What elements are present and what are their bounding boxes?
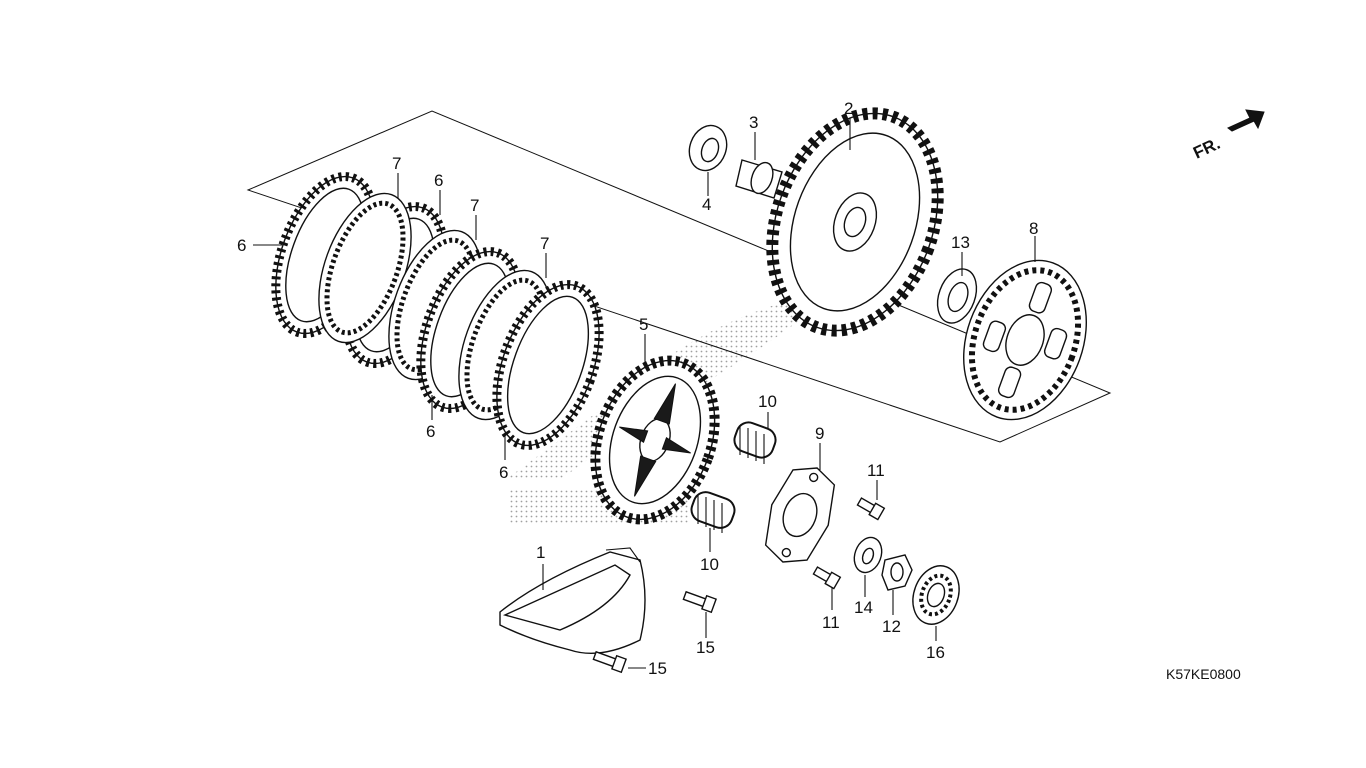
lock-washer (853, 536, 883, 574)
callout-9: 9 (815, 424, 824, 443)
flange-bolt (856, 497, 886, 521)
pressure-plate (963, 259, 1087, 421)
collar (735, 159, 783, 199)
front-direction-indicator: FR. (1190, 109, 1265, 163)
clutch-outer (766, 107, 944, 337)
callout-5: 5 (639, 315, 648, 334)
callout-6: 6 (426, 422, 435, 441)
lock-nut (881, 554, 913, 591)
callout-2: 2 (844, 99, 853, 118)
callout-11: 11 (867, 461, 885, 480)
oil-seal (688, 124, 728, 172)
flange-bolt (812, 566, 842, 590)
callout-10: 10 (758, 392, 777, 411)
front-arrow-icon (1227, 109, 1265, 132)
callout-labels: 1 2 3 4 5 6 6 6 6 7 7 7 8 9 10 10 11 11 … (237, 99, 1038, 678)
callout-11: 11 (822, 613, 840, 632)
callout-8: 8 (1029, 219, 1038, 238)
callout-6: 6 (499, 463, 508, 482)
callout-7: 7 (470, 196, 479, 215)
front-label: FR. (1190, 134, 1223, 163)
clutch-spring (690, 491, 736, 533)
callout-13: 13 (951, 233, 970, 252)
callout-7: 7 (540, 234, 549, 253)
callout-6: 6 (434, 171, 443, 190)
callout-12: 12 (882, 617, 901, 636)
callout-6: 6 (237, 236, 246, 255)
callout-1: 1 (536, 543, 545, 562)
assembly-plane-outline (246, 110, 1112, 443)
diagram-code: K57KE0800 (1166, 666, 1241, 682)
callout-14: 14 (854, 598, 873, 617)
clutch-cover-guide (499, 547, 646, 655)
clutch-spring (733, 421, 777, 464)
leader-lines (253, 118, 1036, 669)
clutch-plate-stack (271, 172, 604, 450)
ball-bearing (912, 565, 960, 625)
clutch-lifter-plate (764, 467, 836, 563)
flange-bolt-long (592, 650, 627, 674)
thrust-washer (936, 268, 978, 324)
steel-plate (318, 192, 412, 344)
callout-7: 7 (392, 154, 401, 173)
flange-bolt-long (682, 590, 717, 614)
callout-10: 10 (700, 555, 719, 574)
callout-16: 16 (926, 643, 945, 662)
callout-15: 15 (696, 638, 715, 657)
callout-3: 3 (749, 113, 758, 132)
friction-disc (492, 280, 604, 450)
callout-4: 4 (702, 195, 711, 214)
callout-15: 15 (648, 659, 667, 678)
clutch-center (590, 355, 720, 525)
